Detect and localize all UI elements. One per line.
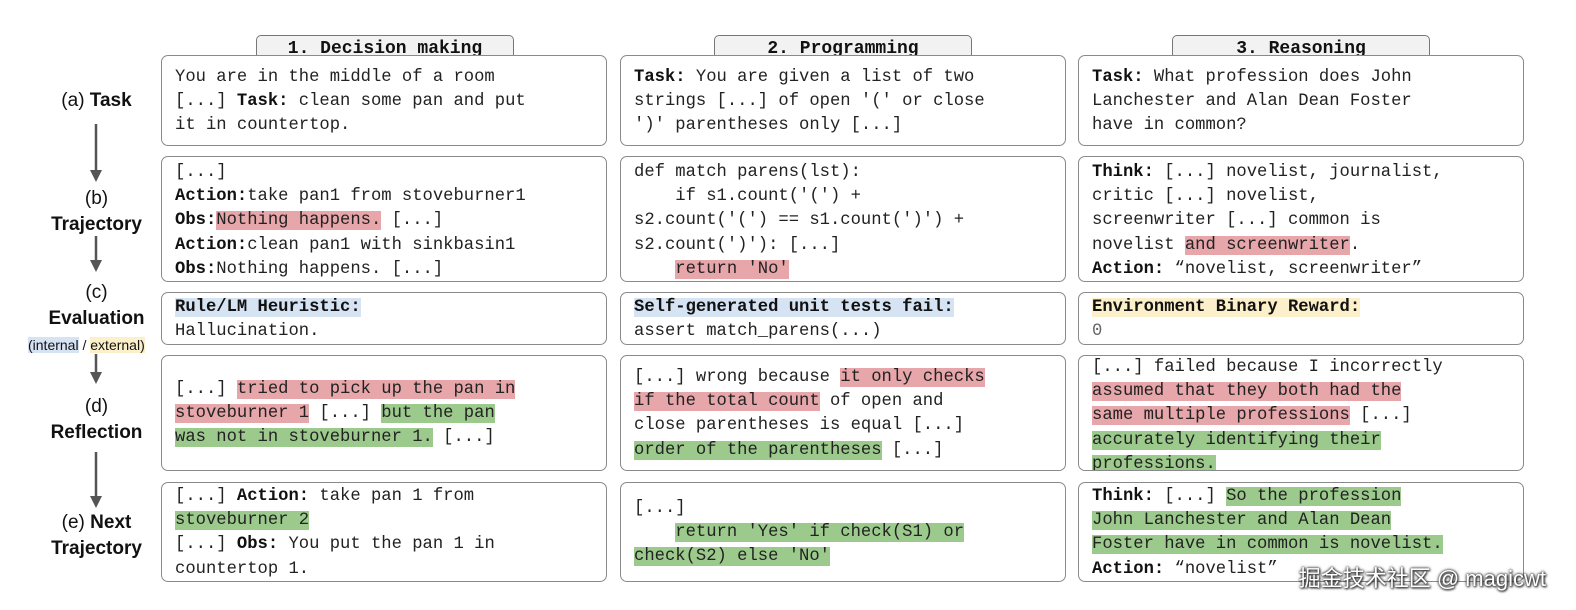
label-task-prefix: (a) xyxy=(61,90,90,111)
label-trajectory-text: Trajectory xyxy=(51,214,142,235)
label-separator: / xyxy=(78,337,91,353)
label-internal: (internal xyxy=(28,337,79,353)
label-next-prefix: (e) xyxy=(61,512,91,533)
decision-next-trajectory-box: [...] Action: take pan 1 from stoveburne… xyxy=(161,482,607,582)
label-next-trajectory-text: Trajectory xyxy=(51,538,142,559)
label-task: (a) Task xyxy=(0,88,193,114)
arrow-down-icon xyxy=(90,124,102,182)
decision-evaluation-box: Rule/LM Heuristic: Hallucination. xyxy=(161,292,607,345)
label-external: external) xyxy=(90,337,145,353)
reasoning-reflection-box: [...] failed because I incorrectly assum… xyxy=(1078,355,1524,471)
label-trajectory-prefix: (b) xyxy=(84,188,109,209)
label-reflection-prefix: (d) xyxy=(84,396,109,417)
decision-trajectory-box: [...] Action:take pan1 from stoveburner1… xyxy=(161,156,607,282)
label-evaluation-text: Evaluation xyxy=(48,308,145,329)
programming-reflection-box: [...] wrong because it only checks if th… xyxy=(620,355,1066,471)
label-next-text: Next xyxy=(90,512,132,533)
reasoning-next-trajectory-box: Think: [...] So the profession John Lanc… xyxy=(1078,482,1524,582)
label-trajectory: (b) Trajectory xyxy=(0,186,193,238)
reasoning-evaluation-box: Environment Binary Reward: 0 xyxy=(1078,292,1524,345)
label-next-trajectory: (e) Next Trajectory xyxy=(0,510,193,562)
label-evaluation: (c) Evaluation xyxy=(0,280,193,332)
programming-next-trajectory-box: [...] return 'Yes' if check(S1) or check… xyxy=(620,482,1066,582)
reasoning-task-box: Task: What profession does John Lanchest… xyxy=(1078,55,1524,146)
decision-task-box: You are in the middle of a room [...] Ta… xyxy=(161,55,607,146)
label-evaluation-prefix: (c) xyxy=(85,282,108,303)
watermark: 掘金技术社区 @ magicwt xyxy=(1298,566,1546,591)
label-reflection-text: Reflection xyxy=(50,422,143,443)
arrow-down-icon xyxy=(90,354,102,384)
reasoning-trajectory-box: Think: [...] novelist, journalist, criti… xyxy=(1078,156,1524,282)
arrow-down-icon xyxy=(90,236,102,272)
programming-evaluation-box: Self-generated unit tests fail: assert m… xyxy=(620,292,1066,345)
programming-trajectory-box: def match parens(lst): if s1.count('(') … xyxy=(620,156,1066,282)
label-reflection: (d) Reflection xyxy=(0,394,193,446)
label-task-text: Task xyxy=(89,90,132,111)
label-evaluation-kind: (internal / external) xyxy=(28,336,145,354)
decision-reflection-box: [...] tried to pick up the pan in stoveb… xyxy=(161,355,607,471)
programming-task-box: Task: You are given a list of two string… xyxy=(620,55,1066,146)
arrow-down-icon xyxy=(90,452,102,508)
